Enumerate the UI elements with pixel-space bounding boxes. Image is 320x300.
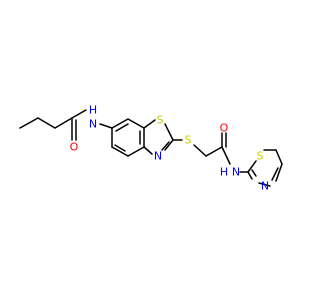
bond	[251, 169, 257, 177]
atom-amide-h-left: H	[89, 104, 97, 117]
bond	[115, 123, 129, 132]
atom-amide-h-right: H	[220, 166, 228, 179]
atom-thiazole-s: S	[257, 150, 264, 163]
bond	[164, 139, 174, 151]
bond	[221, 146, 231, 165]
molecule-structure: N H O S N S O N H S N	[19, 104, 283, 193]
bond	[275, 149, 283, 165]
bond	[247, 171, 253, 180]
bond	[54, 117, 73, 129]
bond	[247, 160, 257, 173]
bond	[127, 118, 145, 129]
bond	[111, 146, 129, 157]
atom-benzothiazole-n: N	[154, 150, 162, 163]
bond	[161, 141, 170, 151]
atom-amide-n-left: N	[89, 118, 97, 131]
bond	[19, 117, 39, 129]
bond	[258, 182, 271, 187]
bond	[143, 146, 153, 155]
atom-thioether-s: S	[185, 134, 192, 147]
bond	[143, 119, 156, 129]
bond	[205, 146, 223, 157]
bond	[127, 146, 145, 157]
bond	[111, 118, 129, 129]
atom-thiazole-n: N	[261, 180, 269, 193]
molecule-canvas: N H O S N S O N H S N	[19, 104, 283, 193]
bond	[114, 144, 126, 152]
atom-carbonyl-o-left: O	[70, 141, 79, 154]
bond	[99, 123, 113, 129]
bond	[193, 144, 207, 157]
bond	[271, 167, 279, 181]
bond	[164, 123, 174, 141]
bond	[275, 163, 283, 182]
atom-amide-n-right: N	[232, 166, 240, 179]
atom-benzothiazole-s: S	[157, 114, 164, 127]
bond	[37, 117, 56, 129]
bond	[71, 109, 87, 119]
atom-carbonyl-o-right: O	[220, 122, 229, 135]
